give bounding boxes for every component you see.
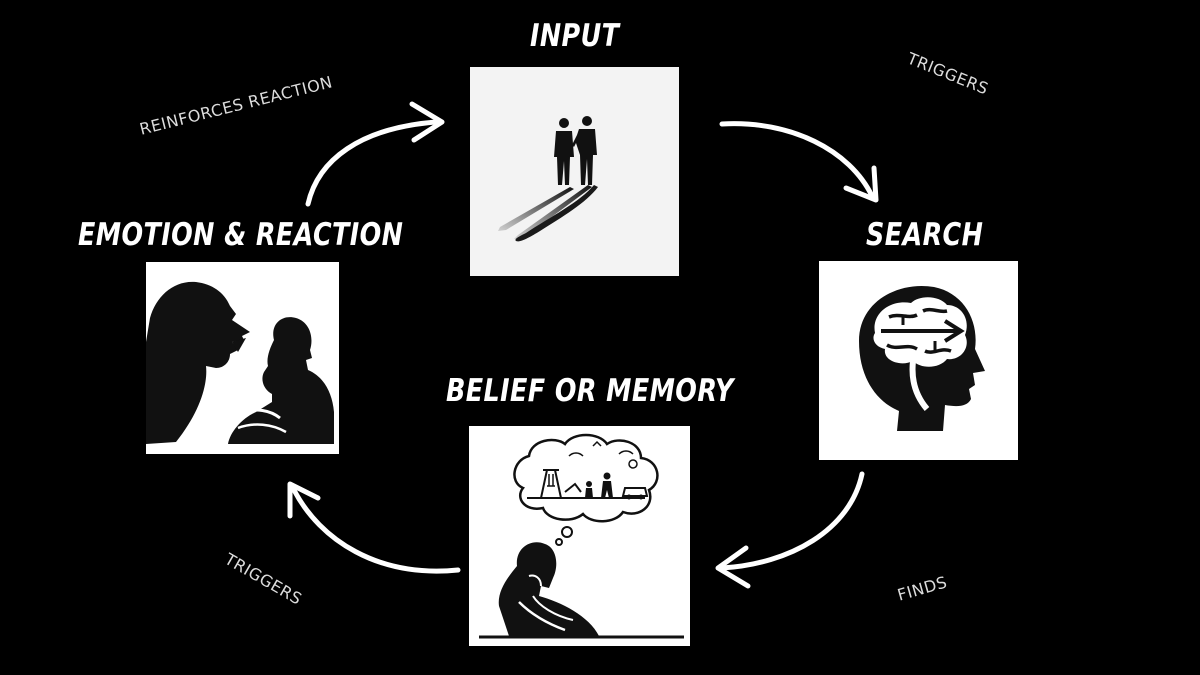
node-title-emotion: EMOTION & REACTION: [78, 217, 404, 253]
arrow-head-belief-to-emotion: [287, 481, 321, 519]
node-panel-emotion: [146, 262, 339, 454]
brain-head-profile-icon: [859, 285, 985, 431]
arrow-emotion-to-input: [305, 119, 439, 207]
arrow-belief-to-emotion: [291, 487, 461, 574]
node-panel-input: [470, 67, 679, 276]
node-panel-search: [819, 261, 1018, 460]
node-title-belief: BELIEF OR MEMORY: [446, 373, 734, 409]
node-title-input: INPUT: [530, 18, 620, 54]
arrow-head-search-to-belief: [715, 545, 751, 589]
node-title-search: SEARCH: [866, 217, 984, 253]
thinking-person-memory-icon: [479, 433, 684, 639]
people-arguing-icon: [146, 281, 334, 444]
node-panel-belief: [469, 426, 690, 646]
arrow-input-to-search: [719, 121, 875, 199]
two-people-talking-icon: [498, 116, 598, 242]
arrow-head-emotion-to-input: [409, 101, 445, 143]
arrow-search-to-belief: [719, 471, 865, 571]
arrow-head-input-to-search: [843, 165, 879, 203]
